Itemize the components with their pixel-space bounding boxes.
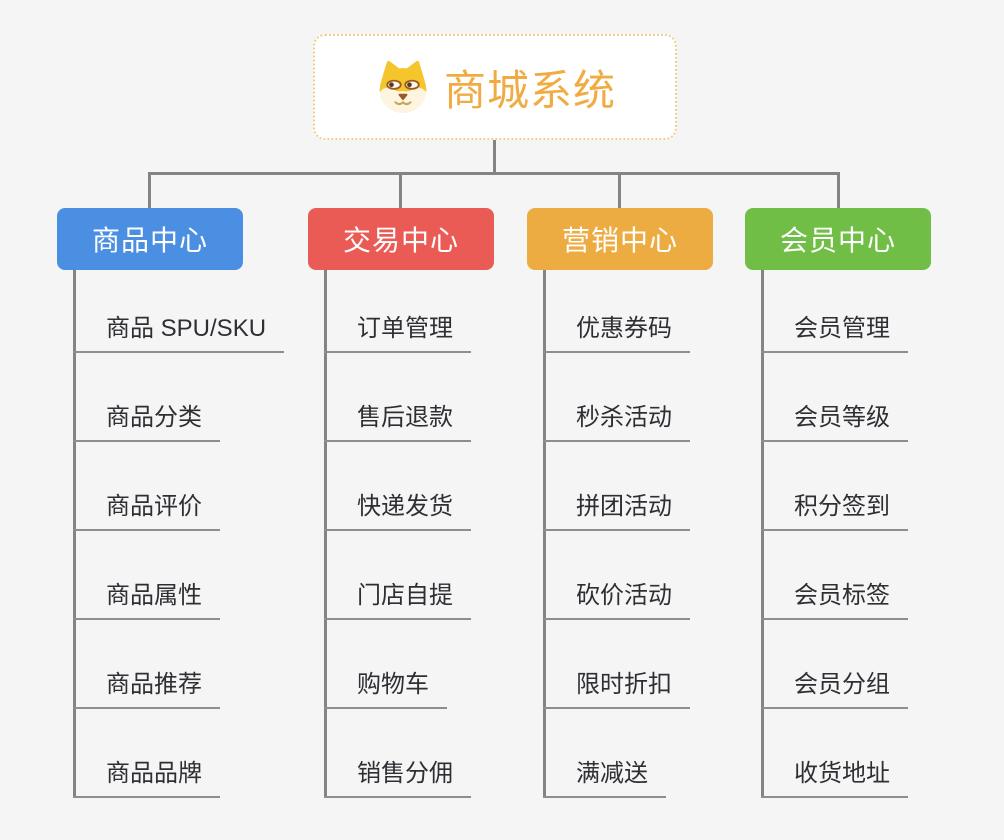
branch-item-list: 优惠券码 秒杀活动 拼团活动 砍价活动 限时折扣 满减送 — [543, 270, 713, 798]
branch-header-trade-center[interactable]: 交易中心 — [308, 208, 494, 270]
topic-label: 门店自提 — [324, 575, 471, 620]
topic-node[interactable]: 积分签到 — [761, 442, 931, 531]
topic-label: 满减送 — [543, 753, 666, 798]
topic-label: 会员管理 — [761, 308, 908, 353]
branch-marketing-center: 营销中心 优惠券码 秒杀活动 拼团活动 砍价活动 限时折扣 满减送 — [527, 208, 713, 798]
topic-label: 收货地址 — [761, 753, 908, 798]
topic-label: 商品评价 — [73, 486, 220, 531]
topic-label: 秒杀活动 — [543, 397, 690, 442]
topic-label: 拼团活动 — [543, 486, 690, 531]
topic-label: 售后退款 — [324, 397, 471, 442]
topic-label: 快递发货 — [324, 486, 471, 531]
topic-node[interactable]: 商品品牌 — [73, 709, 243, 798]
topic-node[interactable]: 商品评价 — [73, 442, 243, 531]
topic-label: 商品 SPU/SKU — [73, 308, 285, 353]
topic-node[interactable]: 商品属性 — [73, 531, 243, 620]
topic-node[interactable]: 满减送 — [543, 709, 713, 798]
branch-item-list: 会员管理 会员等级 积分签到 会员标签 会员分组 收货地址 — [761, 270, 931, 798]
connector-drop-branch-4 — [837, 172, 840, 210]
topic-node[interactable]: 商品推荐 — [73, 620, 243, 709]
connector-drop-branch-1 — [148, 172, 151, 210]
topic-label: 商品推荐 — [73, 664, 220, 709]
topic-node[interactable]: 优惠券码 — [543, 270, 713, 353]
topic-node[interactable]: 售后退款 — [324, 353, 494, 442]
topic-node[interactable]: 收货地址 — [761, 709, 931, 798]
topic-node[interactable]: 拼团活动 — [543, 442, 713, 531]
root-topic-title: 商城系统 — [443, 66, 616, 114]
topic-node[interactable]: 会员等级 — [761, 353, 931, 442]
branch-trade-center: 交易中心 订单管理 售后退款 快递发货 门店自提 购物车 销售分佣 — [308, 208, 494, 798]
branch-product-center: 商品中心 商品 SPU/SKU 商品分类 商品评价 商品属性 商品推荐 商品品牌 — [57, 208, 285, 798]
topic-node[interactable]: 订单管理 — [324, 270, 494, 353]
topic-label: 购物车 — [324, 664, 447, 709]
branch-header-product-center[interactable]: 商品中心 — [57, 208, 243, 270]
topic-label: 会员等级 — [761, 397, 908, 442]
topic-node[interactable]: 购物车 — [324, 620, 494, 709]
branch-member-center: 会员中心 会员管理 会员等级 积分签到 会员标签 会员分组 收货地址 — [745, 208, 931, 798]
connector-crossbar — [148, 172, 840, 175]
topic-node[interactable]: 会员管理 — [761, 270, 931, 353]
connector-drop-branch-2 — [399, 172, 402, 210]
topic-node[interactable]: 会员标签 — [761, 531, 931, 620]
topic-node[interactable]: 商品分类 — [73, 353, 243, 442]
topic-label: 优惠券码 — [543, 308, 690, 353]
topic-node[interactable]: 限时折扣 — [543, 620, 713, 709]
topic-label: 限时折扣 — [543, 664, 690, 709]
topic-label: 商品属性 — [73, 575, 220, 620]
topic-label: 会员标签 — [761, 575, 908, 620]
topic-label: 商品品牌 — [73, 753, 220, 798]
topic-node[interactable]: 会员分组 — [761, 620, 931, 709]
topic-node[interactable]: 门店自提 — [324, 531, 494, 620]
topic-label: 砍价活动 — [543, 575, 690, 620]
branch-header-marketing-center[interactable]: 营销中心 — [527, 208, 713, 270]
topic-node[interactable]: 快递发货 — [324, 442, 494, 531]
topic-label: 订单管理 — [324, 308, 471, 353]
topic-label: 销售分佣 — [324, 753, 471, 798]
connector-root-stem — [493, 140, 496, 175]
connector-drop-branch-3 — [618, 172, 621, 210]
topic-node[interactable]: 秒杀活动 — [543, 353, 713, 442]
topic-node[interactable]: 商品 SPU/SKU — [73, 270, 285, 353]
topic-label: 积分签到 — [761, 486, 908, 531]
branch-header-member-center[interactable]: 会员中心 — [745, 208, 931, 270]
topic-node[interactable]: 砍价活动 — [543, 531, 713, 620]
topic-label: 商品分类 — [73, 397, 220, 442]
topic-node[interactable]: 销售分佣 — [324, 709, 494, 798]
branch-item-list: 商品 SPU/SKU 商品分类 商品评价 商品属性 商品推荐 商品品牌 — [73, 270, 285, 798]
dog-face-icon — [379, 60, 427, 114]
topic-label: 会员分组 — [761, 664, 908, 709]
root-topic[interactable]: 商城系统 — [313, 34, 677, 140]
branch-item-list: 订单管理 售后退款 快递发货 门店自提 购物车 销售分佣 — [324, 270, 494, 798]
